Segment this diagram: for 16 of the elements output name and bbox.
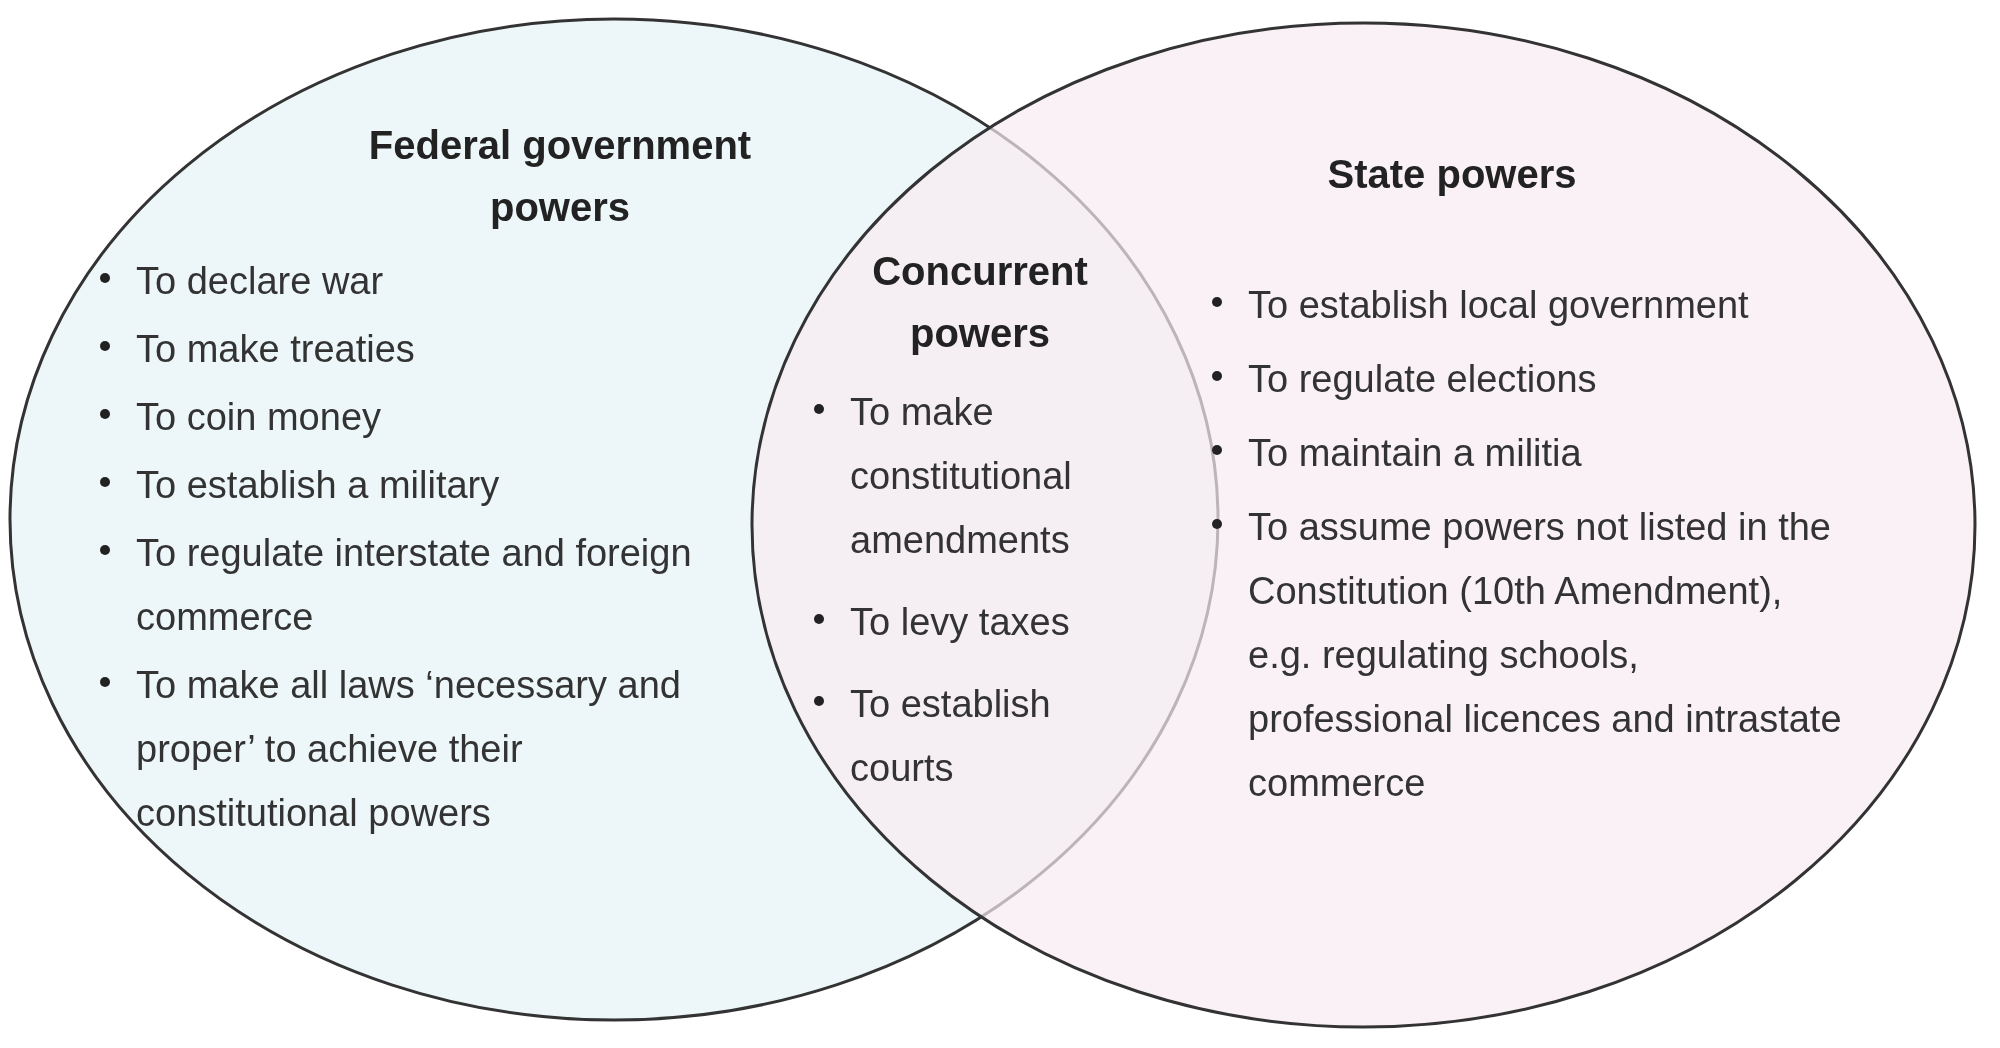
section-heading: State powers bbox=[1326, 151, 1578, 198]
list-item-text: To coin money bbox=[136, 395, 381, 440]
list-item-text: To assume powers not listed in the Constitution (10th Amendment), e.g. regulating schools, professional licences and intrastate commerce bbox=[1248, 505, 1843, 806]
list-item-text: To regulate elections bbox=[1248, 357, 1597, 402]
section-heading: Federal government powers bbox=[367, 122, 753, 231]
list-item-text: To make treaties bbox=[136, 327, 415, 372]
list-item-text: To make all laws ‘necessary and proper’ to achieve their constitutional powers bbox=[136, 663, 682, 836]
list-item-text: To regulate interstate and foreign commerce bbox=[136, 531, 693, 640]
list-item-text: To declare war bbox=[136, 259, 384, 304]
list-item-text: To establish a military bbox=[136, 463, 500, 508]
list-item-text: To establish local government bbox=[1248, 283, 1749, 328]
section-heading: Concurrent powers bbox=[871, 248, 1089, 357]
list-item-text: To establish courts bbox=[850, 682, 1052, 791]
list-item-text: To make constitutional amendments bbox=[850, 390, 1073, 563]
list-item-text: To levy taxes bbox=[850, 600, 1070, 645]
list-item-text: To maintain a militia bbox=[1248, 431, 1582, 476]
